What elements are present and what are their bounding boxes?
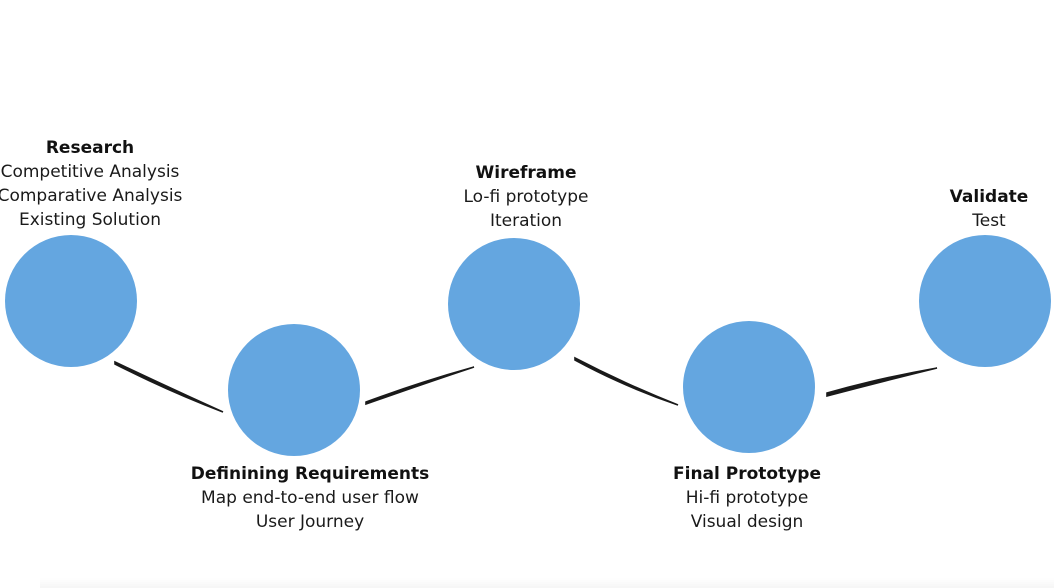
stage-wireframe: Wireframe Lo-fi prototype Iteration: [396, 161, 656, 233]
stage-validate: Validate Test: [889, 185, 1054, 233]
stage-detail: Existing Solution: [19, 210, 161, 230]
stage-detail: Comparative Analysis: [0, 186, 183, 206]
stage-detail: Visual design: [690, 512, 804, 532]
connector-requirements-wireframe: [365, 366, 475, 406]
node-requirements: [228, 324, 360, 456]
stage-detail: User Journey: [255, 512, 365, 532]
node-wireframe: [448, 238, 580, 370]
stage-title: Validate: [949, 187, 1029, 207]
stage-title: Wireframe: [475, 163, 577, 183]
node-validate: [919, 235, 1051, 367]
stage-detail: Map end-to-end user flow: [201, 488, 419, 508]
stage-title: Definining Requirements: [190, 464, 430, 484]
stage-requirements: Definining Requirements Map end-to-end u…: [165, 462, 455, 534]
node-final-prototype: [683, 321, 815, 453]
page-bottom-shadow: [40, 578, 1054, 588]
stage-final-prototype: Final Prototype Hi-fi prototype Visual d…: [617, 462, 877, 534]
stage-title: Final Prototype: [673, 464, 821, 484]
connector-research-requirements: [114, 360, 224, 413]
node-research: [5, 235, 137, 367]
stage-detail: Iteration: [489, 211, 563, 231]
stage-detail: Test: [972, 211, 1006, 231]
connector-prototype-validate: [826, 367, 938, 398]
stage-detail: Lo-fi prototype: [463, 187, 589, 207]
stage-detail: Competitive Analysis: [0, 162, 180, 182]
stage-title: Research: [45, 138, 135, 158]
stage-detail: Hi-fi prototype: [685, 488, 809, 508]
stage-research: Research Competitive Analysis Comparativ…: [0, 136, 220, 232]
connector-wireframe-prototype: [574, 356, 679, 406]
